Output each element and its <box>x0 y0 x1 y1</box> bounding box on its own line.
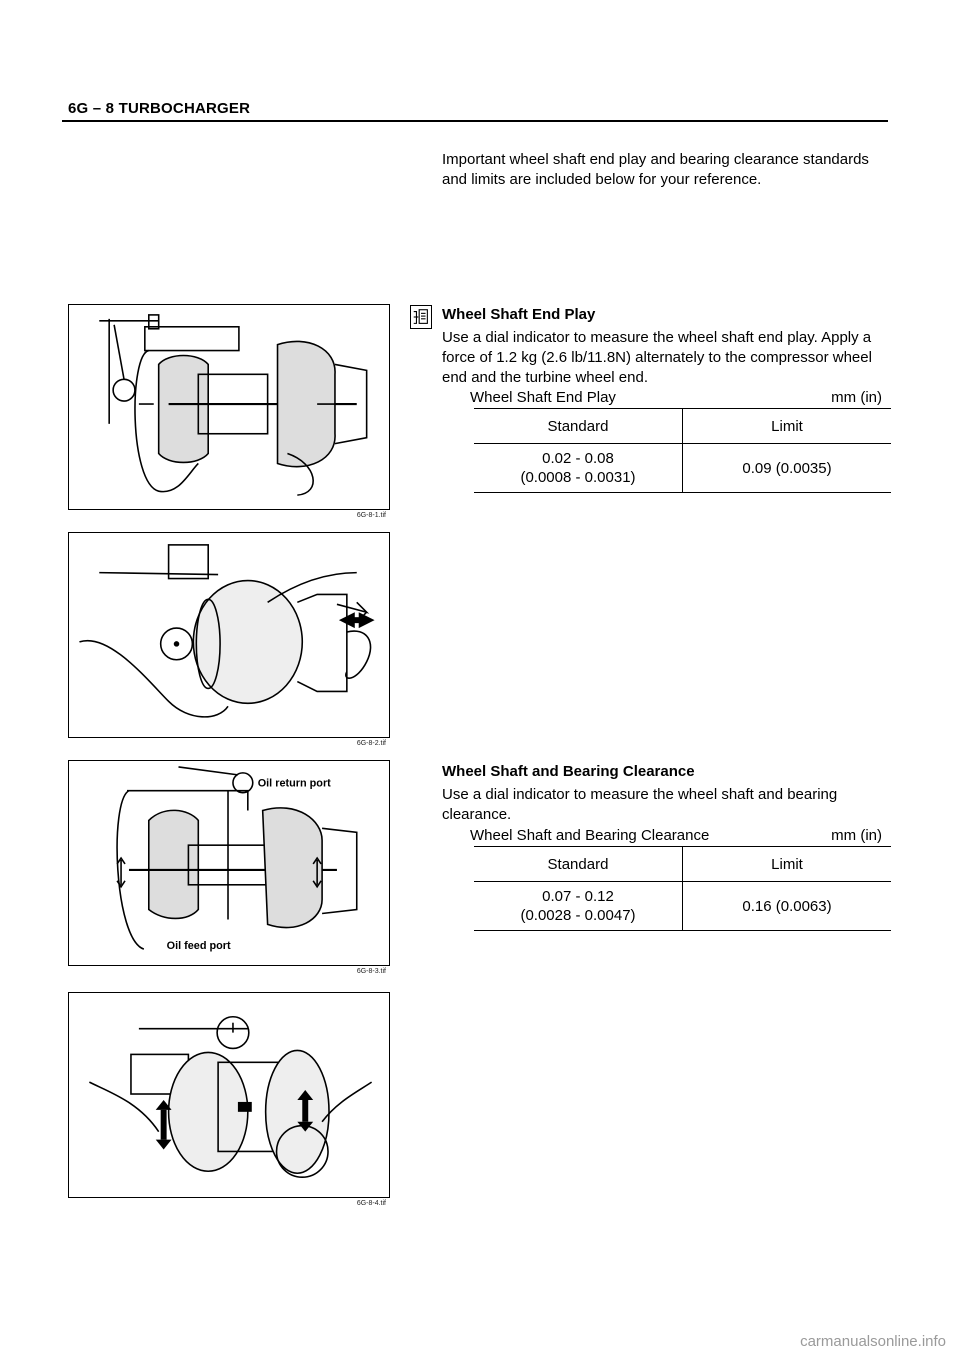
section-title-bearing-clearance: Wheel Shaft and Bearing Clearance <box>442 763 695 780</box>
figure-caption: 6G-8-4.tif <box>356 1200 386 1207</box>
watermark-text: carmanualsonline.info <box>800 1333 946 1350</box>
spec-label: Wheel Shaft End Play <box>470 389 616 406</box>
oil-feed-port-label: Oil feed port <box>167 940 231 952</box>
section-body-end-play: Use a dial indicator to measure the whee… <box>442 329 872 386</box>
table-header-row: Standard Limit <box>474 408 891 444</box>
limit-value: 0.16 (0.0063) <box>742 897 832 915</box>
standard-imperial: (0.0028 - 0.0047) <box>520 907 636 924</box>
spec-label: Wheel Shaft and Bearing Clearance <box>470 827 710 844</box>
standard-metric: 0.02 - 0.08 <box>542 450 614 467</box>
standard-value: 0.07 - 0.12 (0.0028 - 0.0047) <box>474 881 683 931</box>
figure-caption: 6G-8-1.tif <box>356 512 386 519</box>
figure-bearing-clearance-section: Oil return port Oil feed port <box>68 760 390 966</box>
spec-table-end-play: Standard Limit 0.02 - 0.08 (0.0008 - 0.0… <box>474 408 891 493</box>
spec-unit: mm (in) <box>831 827 882 844</box>
page-header-title: 6G – 8 TURBOCHARGER <box>68 100 251 117</box>
figure-caption: 6G-8-3.tif <box>356 968 386 975</box>
standard-imperial: (0.0008 - 0.0031) <box>520 469 636 486</box>
figure-end-play-measurement <box>68 532 390 738</box>
oil-return-port-label: Oil return port <box>258 778 331 790</box>
column-header-standard: Standard <box>474 408 683 444</box>
column-header-limit: Limit <box>771 417 803 435</box>
turbo-oil-ports-illustration: Oil return port Oil feed port <box>116 766 358 952</box>
intro-text: Important wheel shaft end play and beari… <box>442 151 869 188</box>
section-title-end-play: Wheel Shaft End Play <box>442 306 596 323</box>
column-header-standard: Standard <box>474 846 683 882</box>
table-header-row: Standard Limit <box>474 846 891 882</box>
limit-value: 0.09 (0.0035) <box>742 459 832 477</box>
turbo-end-play-photo-illustration <box>79 544 375 718</box>
column-header-limit: Limit <box>771 855 803 873</box>
spec-unit: mm (in) <box>831 389 882 406</box>
figure-bearing-clearance-measurement <box>68 992 390 1198</box>
spec-header-end-play: Wheel Shaft End Play mm (in) <box>470 389 882 406</box>
turbo-bearing-clearance-illustration <box>89 1015 373 1178</box>
inspection-icon <box>410 305 432 329</box>
figure-caption: 6G-8-2.tif <box>356 740 386 747</box>
section-body-bearing-clearance: Use a dial indicator to measure the whee… <box>442 786 838 823</box>
header-divider <box>62 120 888 122</box>
table-row: 0.07 - 0.12 (0.0028 - 0.0047) 0.16 (0.00… <box>474 881 891 931</box>
figure-end-play-section <box>68 304 390 510</box>
spec-table-bearing-clearance: Standard Limit 0.07 - 0.12 (0.0028 - 0.0… <box>474 846 891 931</box>
spec-header-bearing-clearance: Wheel Shaft and Bearing Clearance mm (in… <box>470 827 882 844</box>
standard-value: 0.02 - 0.08 (0.0008 - 0.0031) <box>474 443 683 493</box>
table-row: 0.02 - 0.08 (0.0008 - 0.0031) 0.09 (0.00… <box>474 443 891 493</box>
standard-metric: 0.07 - 0.12 <box>542 888 614 905</box>
turbo-cross-section-illustration <box>99 314 368 496</box>
